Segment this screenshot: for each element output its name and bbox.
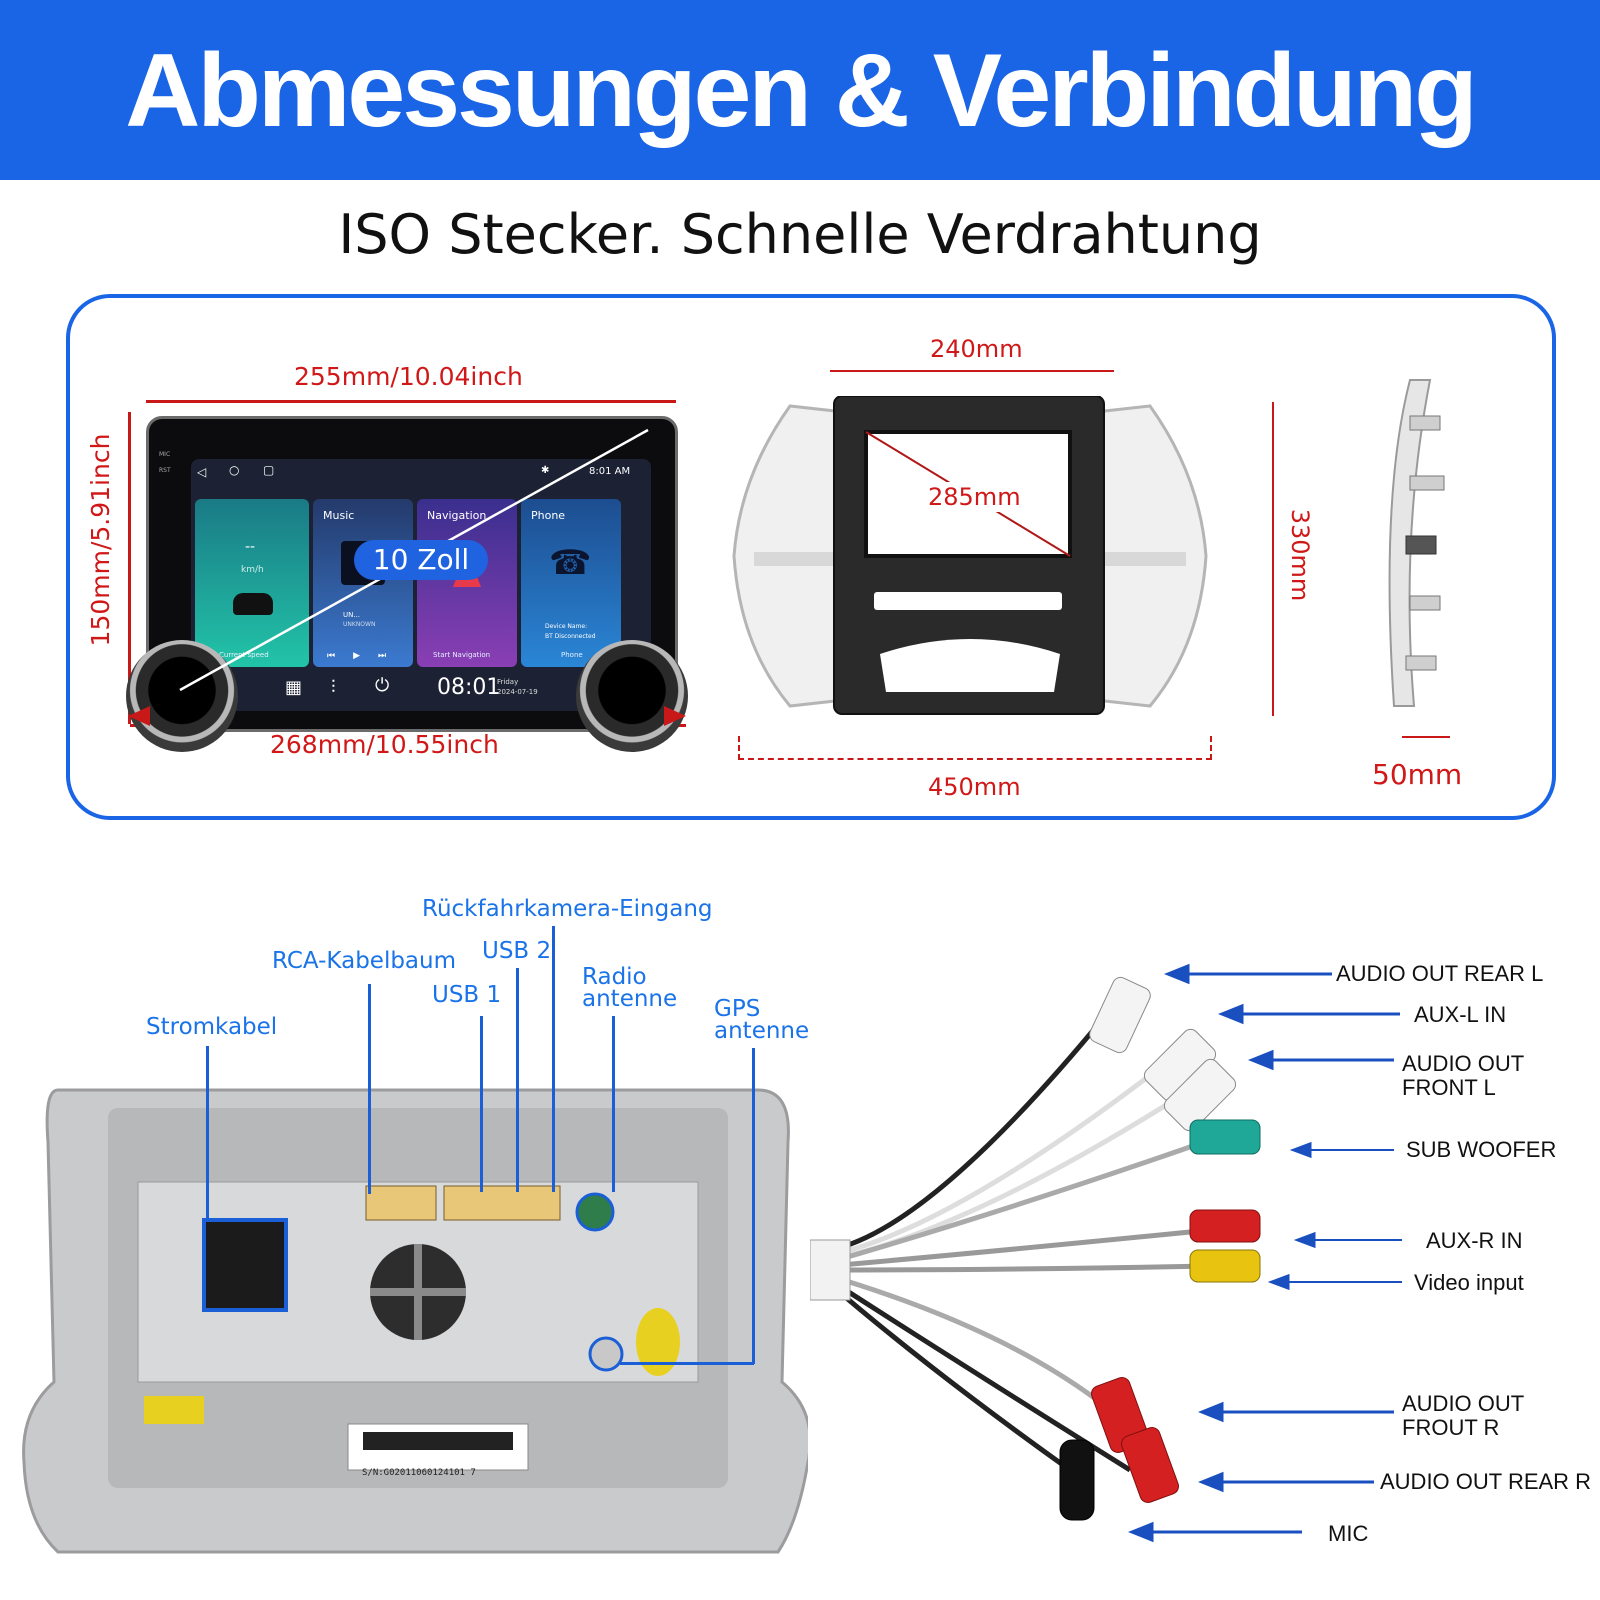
audio-out-front-l-label: AUDIO OUT FRONT L [1402, 1052, 1524, 1100]
navigation-footer: Start Navigation [433, 651, 491, 659]
apps-icon[interactable]: ▦ [285, 677, 303, 698]
frame-side-profile [1388, 379, 1445, 707]
gps-line2: antenne [714, 1018, 810, 1044]
clock: 08:01 [437, 675, 501, 700]
head-unit-back [22, 1088, 808, 1554]
back-icon[interactable]: ◁ [197, 465, 207, 479]
rca-harness [810, 976, 1261, 1521]
music-card[interactable]: Music UN... UNKNOWN ⏮▶⏭ [313, 499, 413, 667]
music-track: UN... [343, 611, 361, 619]
mic-side-label: MIC [159, 451, 171, 458]
power-cable-label: Stromkabel [146, 1014, 278, 1040]
speed-unit: km/h [241, 565, 264, 575]
rca-pointer [368, 984, 371, 1194]
audio-out-rear-l-label: AUDIO OUT REAR L [1336, 961, 1544, 986]
gps-line1: GPS [714, 996, 761, 1022]
recents-icon[interactable]: ▢ [263, 463, 275, 477]
status-bar: ◁ ○ ▢ ✱ 8:01 AM [191, 459, 651, 489]
usb2-pointer [516, 968, 519, 1192]
dimensions-panel [66, 294, 1556, 820]
phone-footer: Phone [561, 651, 583, 659]
aux-r-in-label: AUX-R IN [1426, 1228, 1523, 1253]
music-artist: UNKNOWN [343, 621, 376, 628]
camera-pointer [552, 926, 555, 1192]
right-tune-knob[interactable] [576, 640, 688, 752]
audio-out-rear-r-label: AUDIO OUT REAR R [1380, 1469, 1592, 1494]
video-input-label: Video input [1414, 1270, 1524, 1295]
frame-top-label: 240mm [930, 335, 1023, 363]
audio-out-frout-r-label: AUDIO OUT FROUT R [1402, 1392, 1524, 1440]
speed-card[interactable]: -- km/h Current speed [195, 499, 309, 667]
screen-size-badge: 10 Zoll [354, 540, 488, 580]
frame-width-label: 450mm [928, 773, 1021, 801]
device-name: Device Name: [545, 623, 588, 630]
bluetooth-icon: ✱ [541, 465, 550, 476]
depth-label: 50mm [1372, 758, 1463, 791]
phone-card[interactable]: Phone ☎ Device Name: BT Disconnected Pho… [521, 499, 621, 667]
side-height-label: 150mm/5.91inch [86, 433, 115, 647]
radio-line1: Radio [582, 964, 647, 990]
frame-top-line [830, 370, 1114, 372]
bt-status: BT Disconnected [545, 633, 596, 640]
frout-r-line1: AUDIO OUT [1402, 1391, 1525, 1416]
rca-label: RCA-Kabelbaum [272, 948, 457, 974]
frame-height-label: 330mm [1286, 508, 1314, 602]
usb2-label: USB 2 [482, 938, 552, 964]
dash-frame [732, 396, 1208, 715]
radio-antenna-label: Radio antenne [582, 964, 678, 1012]
phone-label: Phone [531, 509, 566, 522]
bottom-width-label: 268mm/10.55inch [270, 730, 499, 759]
navigation-card[interactable]: Navigation Start Navigation [417, 499, 517, 667]
gps-antenna-label: GPS antenne [714, 996, 810, 1044]
front-l-line2: FRONT L [1402, 1075, 1496, 1100]
mic-label: MIC [1328, 1521, 1369, 1546]
left-volume-knob[interactable] [126, 640, 238, 752]
music-controls: ⏮▶⏭ [327, 651, 405, 661]
top-dimension-line [146, 400, 676, 403]
serial-number: S/N:G02011060124101 7 [362, 1468, 476, 1478]
reverse-camera-label: Rückfahrkamera-Eingang [422, 896, 713, 922]
clock-date: Friday 2024-07-19 [497, 677, 538, 697]
navigation-label: Navigation [427, 509, 487, 522]
speed-value: -- [245, 539, 256, 555]
usb1-pointer [480, 1016, 483, 1192]
status-time: 8:01 AM [589, 466, 631, 477]
frame-height-line [1272, 402, 1274, 716]
page-subtitle: ISO Stecker. Schnelle Verdrahtung [338, 203, 1262, 266]
aux-l-in-label: AUX-L IN [1414, 1002, 1507, 1027]
front-l-line1: AUDIO OUT [1402, 1051, 1525, 1076]
power-pointer [206, 1046, 209, 1222]
sub-woofer-label: SUB WOOFER [1406, 1137, 1557, 1162]
power-icon[interactable]: ⏻ [375, 675, 390, 696]
music-label: Music [323, 509, 355, 522]
equalizer-icon[interactable]: ⫶ [331, 677, 336, 698]
clock-day: Friday [497, 678, 519, 686]
depth-line [1402, 736, 1450, 738]
page-title: Abmessungen & Verbindung [125, 33, 1477, 149]
top-width-label: 255mm/10.04inch [294, 362, 523, 391]
usb1-label: USB 1 [432, 982, 502, 1008]
frout-r-line2: FROUT R [1402, 1415, 1500, 1440]
home-icon[interactable]: ○ [229, 463, 240, 477]
radio-pointer [612, 1016, 615, 1192]
gps-pointer [752, 1048, 755, 1364]
frame-width-line [738, 736, 1212, 760]
frame-diagonal-label: 285mm [928, 482, 1021, 512]
speed-footer: Current speed [219, 651, 269, 659]
rst-side-label: RST [159, 467, 171, 474]
title-banner: Abmessungen & Verbindung [0, 0, 1600, 180]
radio-line2: antenne [582, 986, 678, 1012]
phone-icon: ☎ [549, 543, 592, 583]
car-icon [233, 593, 273, 615]
gps-pointer-horizontal [620, 1362, 754, 1365]
clock-date-value: 2024-07-19 [497, 688, 538, 696]
side-dimension-line [128, 412, 131, 724]
